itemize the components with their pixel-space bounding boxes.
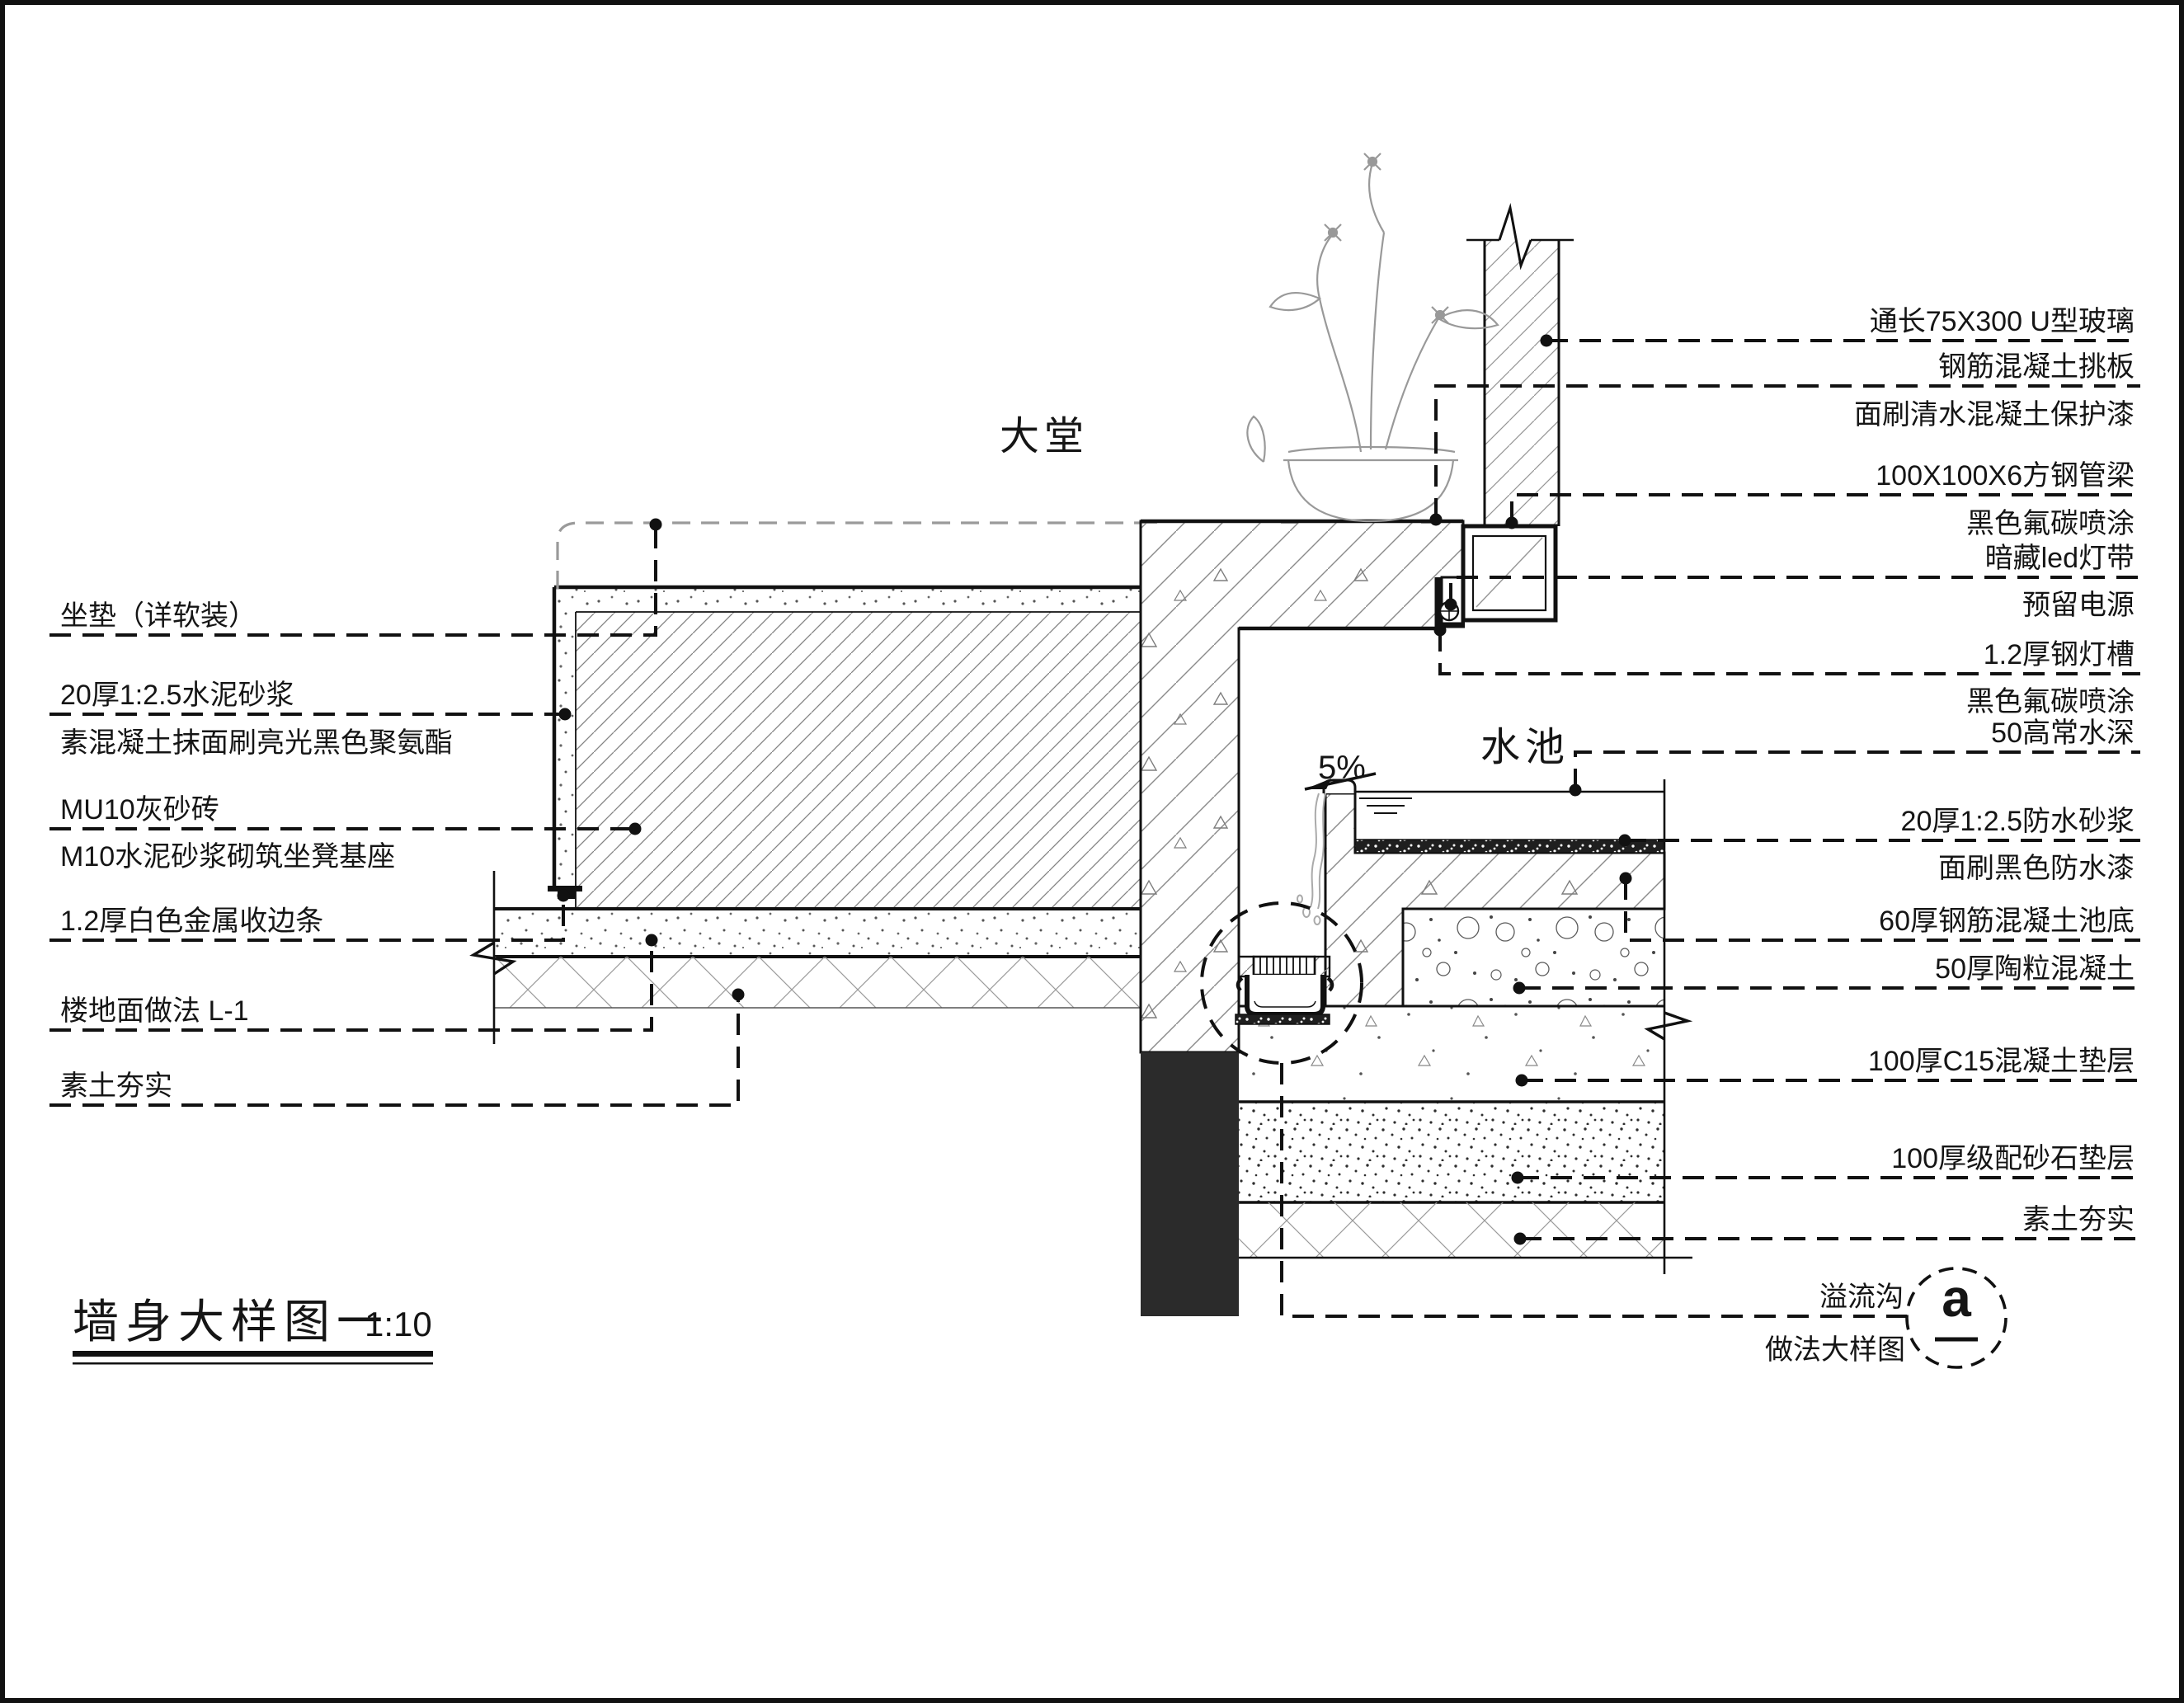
plant-pot-sketch <box>1246 153 1499 523</box>
pool-group <box>1239 779 1693 1274</box>
label-soil-right: 素土夯实 <box>2022 1204 2135 1235</box>
label-pool-bottom: 60厚钢筋混凝土池底 <box>1879 906 2135 937</box>
label-water-depth: 50高常水深 <box>1991 717 2135 749</box>
label-steel-tube: 100X100X6方钢管梁 <box>1876 460 2135 492</box>
label-rc-slab: 钢筋混凝土挑板 <box>1938 351 2135 383</box>
label-light-trough: 1.2厚钢灯槽 <box>1984 639 2135 670</box>
overflow-trough <box>1245 975 1325 1017</box>
hall-floor-group <box>469 871 1141 1044</box>
bench-brick-core <box>576 612 1141 909</box>
right-leader-dots <box>1429 334 1632 1245</box>
overflow-grate <box>1252 955 1316 976</box>
label-rc-slab-2: 面刷清水混凝土保护漆 <box>1854 399 2135 430</box>
uglass-wall-group <box>1466 203 1574 526</box>
label-floor-finish: 楼地面做法 L-1 <box>60 995 249 1027</box>
label-metal-strip: 1.2厚白色金属收边条 <box>60 906 323 937</box>
label-wp-mortar-2: 面刷黑色防水漆 <box>1938 853 2135 884</box>
detail-letter: a <box>1942 1268 1971 1328</box>
slope-annotation: 5% <box>1304 750 1377 791</box>
waterfall-sketch <box>1297 793 1326 925</box>
hall-label: 大堂 <box>1000 415 1089 459</box>
overflow-channel-group <box>1200 901 1363 1065</box>
hall-subsoil-layer <box>494 957 1141 1008</box>
bench-group <box>548 521 1141 909</box>
right-leader-lines <box>1280 339 2140 1318</box>
label-light-trough-2: 黑色氟碳喷涂 <box>1966 686 2135 717</box>
wall-solid-black-fill <box>1141 1052 1239 1316</box>
floor-finish-layer <box>494 909 1141 957</box>
cushion-outline <box>556 521 1141 589</box>
label-cement-mortar: 20厚1:2.5水泥砂浆 <box>60 680 294 711</box>
right-labels: 通长75X300 U型玻璃 钢筋混凝土挑板 面刷清水混凝土保护漆 100X100… <box>1765 306 2135 1366</box>
label-soil-left: 素土夯实 <box>60 1070 172 1102</box>
label-uglass: 通长75X300 U型玻璃 <box>1870 306 2135 337</box>
overflow-base-pad <box>1235 1014 1330 1025</box>
title-block: 墙身大样图一 1:10 <box>73 1296 433 1365</box>
label-cement-mortar-2: 素混凝土抹面刷亮光黑色聚氨酯 <box>60 727 453 759</box>
water-symbol <box>1359 797 1412 814</box>
concrete-structure-group <box>1139 519 1465 1316</box>
pool-subsoil-layer <box>1239 1202 1664 1258</box>
label-brick-2: M10水泥砂浆砌筑坐凳基座 <box>60 841 395 873</box>
label-brick: MU10灰砂砖 <box>60 794 219 826</box>
label-ceramsite: 50厚陶粒混凝土 <box>1935 953 2135 985</box>
bench-mortar-top <box>554 587 1141 612</box>
break-line-wall-top <box>1498 203 1532 271</box>
left-leader-dots <box>557 518 745 1001</box>
bench-mortar-left <box>554 612 576 891</box>
label-overflow-2: 做法大样图 <box>1765 1334 1905 1366</box>
break-line-left <box>469 941 517 976</box>
break-line-right <box>1644 1011 1693 1041</box>
gravel-layer <box>1239 1102 1664 1202</box>
label-cushion: 坐垫（详软装） <box>60 600 257 632</box>
label-wp-mortar: 20厚1:2.5防水砂浆 <box>1901 806 2135 837</box>
label-c15: 100厚C15混凝土垫层 <box>1868 1046 2135 1077</box>
ceramsite-layer <box>1403 909 1664 1006</box>
label-steel-tube-2: 黑色氟碳喷涂 <box>1966 508 2135 539</box>
label-power: 预留电源 <box>2022 590 2135 621</box>
left-labels: 坐垫（详软装） 20厚1:2.5水泥砂浆 素混凝土抹面刷亮光黑色聚氨酯 MU10… <box>60 600 453 1102</box>
waterproof-mortar-band <box>1354 839 1665 854</box>
detail-callout-circle <box>1200 901 1363 1065</box>
left-leader-lines <box>49 525 740 1107</box>
detail-reference-bubble: a <box>1905 1267 2007 1369</box>
label-gravel: 100厚级配砂石垫层 <box>1891 1143 2135 1174</box>
drawing-title: 墙身大样图一 <box>73 1296 389 1348</box>
uglass-wall-hatch <box>1485 240 1559 526</box>
label-overflow: 溢流沟 <box>1819 1282 1904 1313</box>
drawing-scale: 1:10 <box>365 1305 432 1343</box>
label-led: 暗藏led灯带 <box>1985 543 2135 574</box>
pool-label: 水池 <box>1480 726 1570 769</box>
